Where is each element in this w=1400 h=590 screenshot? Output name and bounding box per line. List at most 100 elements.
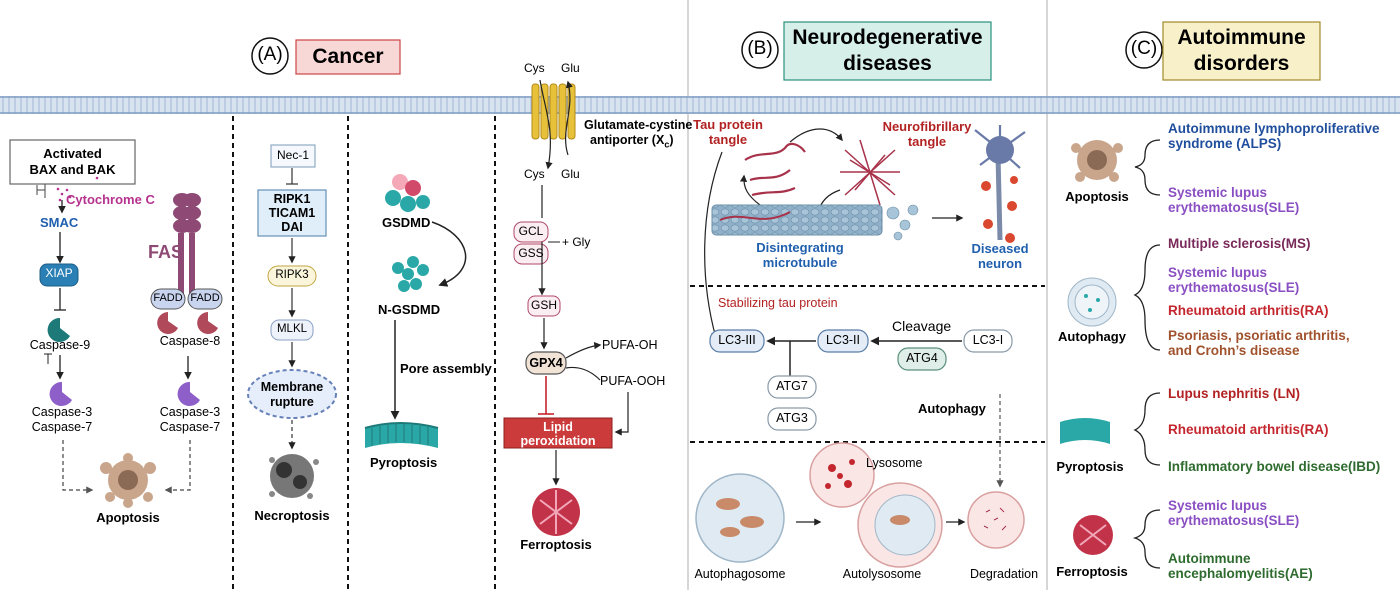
lc3i-label: LC3-I bbox=[972, 333, 1004, 347]
psoriasis-line2: and Crohn’s disease bbox=[1168, 343, 1300, 358]
brace-1 bbox=[1134, 139, 1161, 196]
necroptosis-cell bbox=[269, 454, 319, 499]
mlkl-label: MLKL bbox=[276, 323, 308, 335]
panel-b-letter: (B) bbox=[747, 38, 773, 59]
xiap-label: XIAP bbox=[45, 266, 73, 280]
stabilizing-label: Stabilizing tau protein bbox=[718, 296, 838, 310]
sle-3-line1: Systemic lupus bbox=[1168, 498, 1268, 513]
autolysosome-label: Autolysosome bbox=[842, 567, 922, 581]
neuro-title-box bbox=[783, 21, 992, 81]
cytochrome-dots bbox=[56, 176, 99, 202]
nec1-box bbox=[270, 144, 316, 168]
necroptosis-label: Necroptosis bbox=[254, 508, 330, 523]
caspase-3-left-label: Caspase-3 bbox=[31, 405, 93, 419]
alps-line1: Autoimmune lymphoproliferative bbox=[1168, 121, 1380, 136]
ticam1-label: TICAM1 bbox=[268, 206, 316, 220]
cytochrome-label: Cytochrome C bbox=[66, 192, 155, 207]
apoptosis-label: Apoptosis bbox=[96, 510, 160, 525]
c-pyroptosis-label: Pyroptosis bbox=[1056, 459, 1124, 474]
sle-2-line2: erythematosus(SLE) bbox=[1168, 280, 1300, 295]
gpx4-box bbox=[525, 351, 567, 375]
tau-line2: tangle bbox=[708, 132, 748, 147]
dai-label: DAI bbox=[281, 220, 303, 234]
cancer-title: Cancer bbox=[312, 45, 384, 68]
bax-box bbox=[9, 139, 136, 185]
neuro-title-line2: diseases bbox=[843, 52, 932, 75]
gsdmd-shape bbox=[385, 174, 430, 212]
lc3ii-label: LC3-II bbox=[825, 333, 861, 347]
smac-label: SMAC bbox=[40, 215, 79, 230]
cys-bottom-label: Cys bbox=[524, 167, 545, 181]
neuron-line1: Diseased bbox=[971, 241, 1029, 256]
caspase-9-label: Caspase-9 bbox=[29, 338, 91, 352]
microtubule-line2: microtubule bbox=[762, 255, 838, 270]
ae-line2: encephalomyelitis(AE) bbox=[1168, 566, 1313, 581]
psoriasis-line1: Psoriasis, psoriatic arthritis, bbox=[1168, 328, 1350, 343]
pyroptosis-label: Pyroptosis bbox=[370, 455, 438, 470]
gsh-label: GSH bbox=[530, 298, 557, 312]
ferroptosis-label: Ferroptosis bbox=[520, 537, 592, 552]
gss-label: GSS bbox=[518, 246, 544, 260]
bax-line2: BAX and BAK bbox=[29, 162, 116, 177]
diseased-neuron bbox=[974, 125, 1026, 243]
caspase-3-right-shape bbox=[177, 381, 200, 406]
caspase-3-right-label: Caspase-3 bbox=[159, 405, 221, 419]
lipid-line1: Lipid bbox=[543, 420, 573, 434]
tau-tangle bbox=[744, 142, 806, 197]
fas-receptor bbox=[173, 193, 201, 295]
antiporter-shape bbox=[531, 83, 576, 140]
ferroptosis-cell bbox=[532, 488, 580, 536]
fadd-right-label: FADD bbox=[190, 292, 220, 304]
caspase-8-shape-1 bbox=[157, 312, 178, 334]
lc3ii-box bbox=[817, 329, 869, 353]
caspase-7-left-label: Caspase-7 bbox=[31, 420, 93, 434]
autoimmune-title-line2: disorders bbox=[1193, 52, 1290, 75]
nft-line1: Neurofibrillary bbox=[882, 119, 972, 134]
panel-c-circle bbox=[1125, 31, 1163, 69]
c-ferroptosis-label: Ferroptosis bbox=[1056, 564, 1128, 579]
autophagosome-shape bbox=[695, 473, 785, 563]
c-apoptosis-label: Apoptosis bbox=[1065, 189, 1129, 204]
pore-assembly-label: Pore assembly bbox=[400, 361, 492, 376]
nft-line2: tangle bbox=[907, 134, 947, 149]
microtubule-line1: Disintegrating bbox=[756, 240, 844, 255]
membrane-rupture-line1: Membrane bbox=[260, 380, 324, 394]
ripk1-box bbox=[257, 189, 327, 237]
sle-1-line1: Systemic lupus bbox=[1168, 185, 1268, 200]
brace-3 bbox=[1133, 392, 1161, 466]
xiap-node bbox=[39, 263, 79, 287]
c-autophagy-label: Autophagy bbox=[1058, 329, 1126, 344]
microtubule-shape bbox=[711, 204, 883, 236]
atg7-box bbox=[767, 375, 817, 399]
panel-a-letter: (A) bbox=[257, 44, 283, 65]
cancer-title-box bbox=[295, 39, 401, 75]
atg4-box bbox=[897, 347, 947, 371]
caspase-9-shape bbox=[47, 317, 70, 342]
neurofibrillary-tangle bbox=[840, 139, 900, 206]
glu-bottom-label: Glu bbox=[561, 167, 580, 181]
ripk1-label: RIPK1 bbox=[273, 192, 311, 206]
nec1-label: Nec-1 bbox=[276, 148, 309, 162]
lc3i-box bbox=[963, 329, 1013, 353]
panel-c-letter: (C) bbox=[1130, 38, 1158, 59]
sle-2-line1: Systemic lupus bbox=[1168, 265, 1268, 280]
ra-2-label: Rheumatoid arthritis(RA) bbox=[1168, 422, 1329, 437]
gsh-box bbox=[527, 295, 561, 317]
ripk3-box bbox=[267, 265, 317, 287]
glu-top-label: Glu bbox=[561, 61, 580, 75]
neuro-title-line1: Neurodegenerative bbox=[792, 26, 983, 49]
caspase-8-label: Caspase-8 bbox=[159, 334, 221, 348]
brace-4 bbox=[1132, 509, 1161, 569]
panel-b-circle bbox=[741, 31, 779, 69]
fadd-right bbox=[187, 288, 223, 310]
ae-line1: Autoimmune bbox=[1168, 551, 1251, 566]
cell-membrane bbox=[0, 96, 1400, 114]
ra-1-label: Rheumatoid arthritis(RA) bbox=[1168, 303, 1329, 318]
fas-label: FAS bbox=[148, 242, 184, 262]
gpx4-label: GPX4 bbox=[529, 356, 563, 370]
caspase-8-shape-2 bbox=[197, 312, 218, 334]
ms-label: Multiple sclerosis(MS) bbox=[1168, 236, 1311, 251]
autophagosome-label: Autophagosome bbox=[694, 567, 786, 581]
gss-box bbox=[513, 243, 549, 265]
